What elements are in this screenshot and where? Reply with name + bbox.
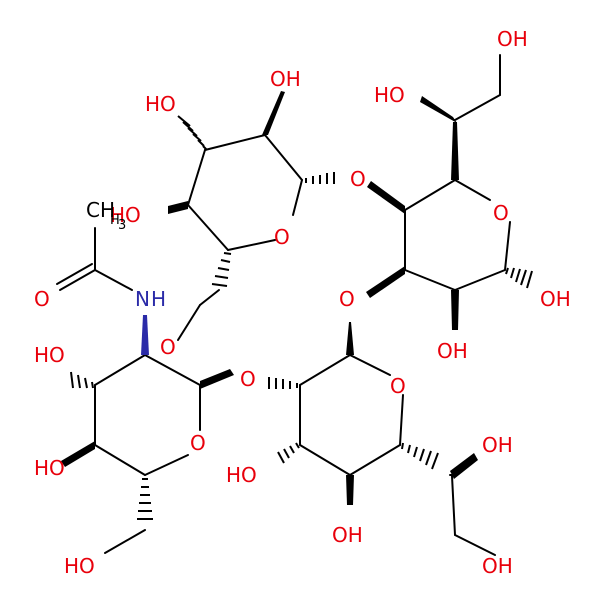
hash-bond [70, 371, 94, 389]
atom-label-methyl-h: H [110, 213, 120, 228]
atom-label-glycosidic-oxygen: O [339, 287, 355, 311]
hash-bond [211, 252, 232, 287]
ring-bottom-left [94, 354, 201, 476]
wedge-bond [366, 266, 405, 298]
atom-label-glycosidic-oxygen: O [350, 167, 366, 191]
atom-label-ring-oxygen: O [274, 225, 290, 249]
wedge-bond [200, 369, 234, 389]
methyl-group: CH H 3 [86, 198, 126, 233]
wedge-bond [450, 453, 478, 479]
wedge-bond [262, 91, 285, 135]
nitrogen-group: N H [135, 287, 166, 311]
hash-bond [305, 172, 335, 184]
atom-label-hydrogen: H [151, 287, 166, 311]
ring-bottom-left-substituents [56, 227, 234, 554]
atom-label-oh: OH [482, 433, 513, 457]
hash-bond [268, 377, 298, 389]
atom-label-methyl: CH [86, 198, 115, 222]
atom-label-oh: OH [497, 27, 528, 51]
atom-label-oh: OH [332, 523, 363, 547]
atom-label-ho: HO [34, 456, 65, 480]
atom-label-ho: HO [374, 83, 405, 107]
hash-bond [505, 267, 533, 289]
wedge-bond [451, 122, 459, 180]
hash-bond [401, 442, 439, 470]
ring-top-center [187, 134, 303, 251]
atom-label-ho: HO [64, 554, 95, 578]
atom-labels: OH HO O OH OH O O OH HO HO O O O O HO OH… [34, 27, 571, 578]
wedge-bond [420, 96, 457, 123]
hash-bond [177, 115, 208, 151]
atom-label-ho: HO [110, 203, 141, 227]
wedge-bond [346, 475, 354, 505]
atom-label-ring-oxygen: O [190, 431, 206, 455]
ring-bottom-center [299, 354, 404, 476]
atom-label-ring-oxygen: O [493, 201, 509, 225]
wedge-bond [168, 201, 188, 214]
atom-label-oh: OH [437, 339, 468, 363]
hash-bond [137, 478, 153, 520]
atom-label-methyl-subscript: 3 [118, 218, 126, 233]
ring-top-right-substituents [366, 54, 533, 330]
atom-label-ho: HO [145, 92, 176, 116]
atom-label-oh: OH [482, 554, 513, 578]
hash-bond [277, 442, 300, 464]
atom-label-nitrogen: N [135, 287, 150, 311]
ring-top-center-substituents [168, 91, 335, 341]
wedge-bond [141, 315, 149, 355]
atom-label-glycosidic-oxygen: O [240, 367, 256, 391]
atom-label-ho: HO [226, 463, 257, 487]
atom-label-carbonyl-oxygen: O [34, 287, 50, 311]
wedge-bond [346, 322, 354, 355]
atom-label-ho: HO [34, 343, 65, 367]
ring-bottom-center-substituents [268, 322, 496, 556]
atom-label-ring-oxygen: O [390, 374, 406, 398]
atom-label-o: O [160, 335, 176, 359]
atom-label-oh: OH [540, 287, 571, 311]
wedge-bond [367, 181, 405, 214]
ring-top-right [404, 179, 511, 291]
atom-label-oh: OH [270, 67, 301, 91]
wedge-bond [451, 290, 459, 330]
wedge-bond [61, 441, 95, 467]
